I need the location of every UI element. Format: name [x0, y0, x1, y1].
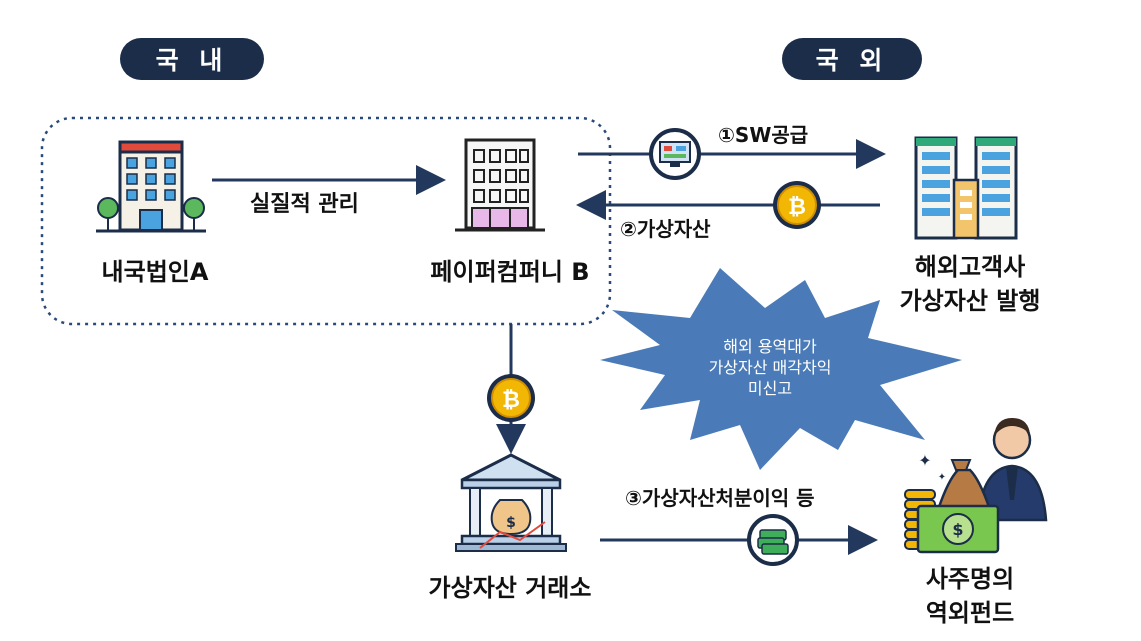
- svg-text:$: $: [506, 515, 516, 531]
- management-edge-label: 실질적 관리: [250, 192, 359, 217]
- overseas-client-line1: 해외고객사: [914, 253, 1026, 281]
- paper-company-building-icon: [455, 138, 545, 232]
- overseas-pill: 국 외: [782, 38, 922, 80]
- fund-line1: 사주명의: [925, 565, 1015, 593]
- overseas-client-label: 해외고객사 가상자산 발행: [880, 250, 1060, 318]
- svg-text:₿: ₿: [502, 388, 520, 413]
- unreported-burst: [600, 268, 962, 470]
- svg-text:$: $: [952, 520, 963, 539]
- fund-owner-icon: $ ✦ ✦: [904, 418, 1048, 554]
- paper-company-label: 페이퍼컴퍼니 B: [430, 258, 590, 286]
- burst-line: 가상자산 매각차익: [708, 358, 832, 377]
- exchange-label: 가상자산 거래소: [428, 574, 592, 602]
- overseas-client-line2: 가상자산 발행: [899, 287, 1041, 315]
- svg-text:✦: ✦: [918, 451, 931, 470]
- burst-line: 미신고: [747, 379, 793, 398]
- corp-a-building-icon: [96, 140, 206, 233]
- burst-line: 해외 용역대가: [723, 337, 817, 356]
- bitcoin-coin-icon: ₿: [773, 181, 821, 229]
- disposal-gain-edge-label: ③가상자산처분이익 등: [625, 486, 815, 510]
- domestic-pill: 국 내: [120, 38, 264, 80]
- sw-supply-edge-label: ①SW공급: [718, 123, 809, 147]
- overseas-towers-icon: [914, 136, 1018, 240]
- software-monitor-icon: [649, 128, 701, 180]
- virtual-asset-edge-label: ②가상자산: [620, 217, 711, 241]
- domestic-group-box: [40, 116, 612, 326]
- fund-label: 사주명의 역외펀드: [905, 562, 1035, 630]
- svg-text:₿: ₿: [788, 195, 806, 220]
- unreported-burst-text: 해외 용역대가 가상자산 매각차익 미신고: [660, 336, 880, 399]
- exchange-bank-icon: $: [455, 453, 567, 552]
- bitcoin-coin-icon: ₿: [487, 374, 535, 422]
- corp-a-label: 내국법인A: [101, 258, 209, 286]
- cash-stack-icon: [747, 514, 799, 566]
- svg-text:✦: ✦: [938, 472, 946, 483]
- fund-line2: 역외펀드: [925, 599, 1015, 627]
